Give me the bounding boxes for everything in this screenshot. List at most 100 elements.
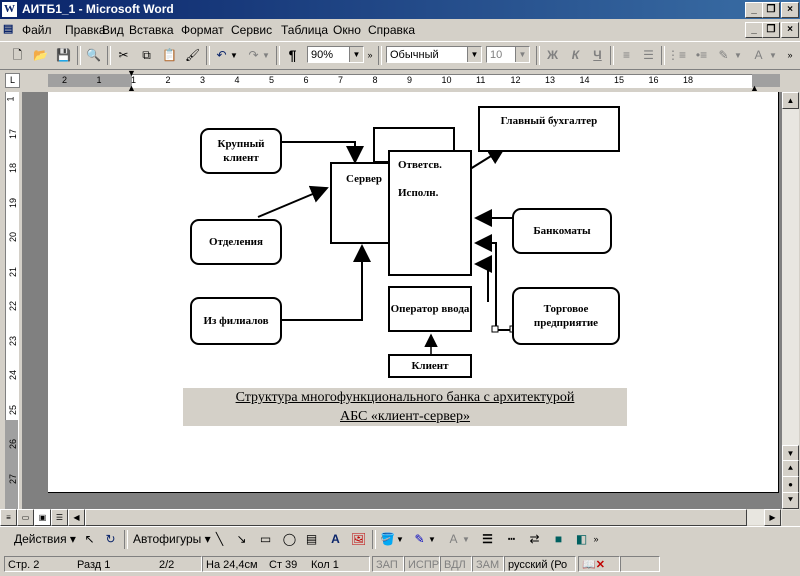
vertical-scrollbar[interactable]: ▲ ▼ ⯅ ● ⯆ bbox=[782, 92, 799, 510]
browse-object-icon[interactable]: ● bbox=[782, 476, 799, 493]
open-folder-icon[interactable]: 📂 bbox=[33, 48, 48, 62]
font-size-select[interactable]: 10 ▼ bbox=[486, 46, 530, 63]
status-rec[interactable]: ЗАП bbox=[372, 556, 404, 572]
line-icon[interactable]: ╲ bbox=[215, 532, 224, 546]
hanging-indent-marker[interactable]: ▲ bbox=[127, 83, 136, 93]
shadow-icon[interactable]: ■ bbox=[554, 532, 563, 546]
status-trk[interactable]: ИСПР bbox=[404, 556, 440, 572]
scroll-right-icon[interactable]: ▶ bbox=[764, 509, 781, 526]
zoom-select[interactable]: 90% ▼ bbox=[307, 46, 364, 63]
chevron-down-icon[interactable]: ▼ bbox=[467, 47, 481, 62]
box-operator-vvoda[interactable]: Оператор ввода bbox=[388, 286, 472, 332]
next-page-icon[interactable]: ⯆ bbox=[782, 492, 799, 509]
tab-selector-icon[interactable]: L bbox=[5, 73, 20, 88]
normal-view-icon[interactable]: ≡ bbox=[0, 509, 17, 526]
web-view-icon[interactable]: ▭ bbox=[17, 509, 34, 526]
highlight-dropdown-icon[interactable]: ▼ bbox=[734, 51, 742, 60]
oval-icon[interactable]: ◯ bbox=[282, 532, 297, 546]
box-krupny-klient[interactable]: Крупный клиент bbox=[200, 128, 282, 174]
status-ovr[interactable]: ЗАМ bbox=[472, 556, 504, 572]
box-iz-filialov[interactable]: Из филиалов bbox=[190, 297, 282, 345]
copy-icon[interactable]: ⧉ bbox=[142, 48, 151, 62]
select-objects-icon[interactable]: ↖ bbox=[84, 532, 95, 546]
underline-button[interactable]: Ч bbox=[593, 48, 602, 62]
menu-window[interactable]: Окно bbox=[333, 23, 361, 37]
menu-tools[interactable]: Сервис bbox=[231, 23, 273, 37]
box-server[interactable]: Сервер bbox=[330, 162, 398, 244]
autoshapes-menu[interactable]: Автофигуры ▾ bbox=[133, 532, 211, 546]
cut-icon[interactable]: ✂ bbox=[118, 48, 129, 62]
format-painter-icon[interactable]: 🖌 bbox=[184, 48, 201, 62]
print-preview-icon[interactable]: 🔍 bbox=[86, 48, 101, 62]
line-style-icon[interactable]: ☰ bbox=[482, 532, 493, 546]
rectangle-icon[interactable]: ▭ bbox=[259, 532, 272, 546]
arrow-icon[interactable]: ↘ bbox=[236, 532, 247, 546]
status-language[interactable]: русский (Ро bbox=[504, 556, 576, 572]
save-icon[interactable]: 💾 bbox=[56, 48, 71, 62]
align-left-icon[interactable]: ≡ bbox=[622, 48, 630, 62]
toolbar-overflow-icon[interactable]: » bbox=[367, 50, 373, 60]
right-indent-marker[interactable]: ▲ bbox=[750, 83, 759, 93]
scroll-up-icon[interactable]: ▲ bbox=[782, 92, 799, 109]
font-color-icon[interactable]: A bbox=[754, 48, 763, 62]
chevron-down-icon[interactable]: ▼ bbox=[349, 47, 363, 62]
menu-format[interactable]: Формат bbox=[181, 23, 224, 37]
3d-icon[interactable]: ◧ bbox=[575, 532, 588, 546]
wordart-icon[interactable]: A bbox=[331, 532, 340, 546]
fill-color-dropdown-icon[interactable]: ▼ bbox=[396, 535, 404, 544]
actions-menu[interactable]: Действия ▾ bbox=[14, 532, 76, 546]
menu-edit[interactable]: Правка bbox=[65, 23, 106, 37]
dash-style-icon[interactable]: ┅ bbox=[507, 532, 516, 546]
menu-file[interactable]: Файл bbox=[22, 23, 52, 37]
toolbar-overflow-icon[interactable]: » bbox=[593, 534, 599, 544]
h-scroll-thumb[interactable] bbox=[85, 509, 747, 526]
menu-help[interactable]: Справка bbox=[368, 23, 416, 37]
menu-view[interactable]: Вид bbox=[102, 23, 124, 37]
word-app-icon[interactable]: W bbox=[2, 2, 17, 17]
font-color-draw-icon[interactable]: A bbox=[449, 532, 458, 546]
doc-restore-button[interactable]: ❐ bbox=[762, 22, 780, 38]
box-responsible[interactable]: Ответсв. Исполн. bbox=[388, 150, 472, 276]
text-box-icon[interactable]: ▤ bbox=[305, 532, 318, 546]
highlight-icon[interactable]: ✎ bbox=[718, 48, 729, 62]
scroll-left-icon[interactable]: ◀ bbox=[68, 509, 85, 526]
spelling-status-icon[interactable]: 📖✕ bbox=[578, 556, 620, 572]
document-icon[interactable]: ▤ bbox=[3, 23, 14, 35]
numbered-list-icon[interactable]: ⋮≡ bbox=[667, 48, 687, 62]
horizontal-scrollbar[interactable]: ≡ ▭ ▣ ☰ ◀ ▶ bbox=[0, 509, 782, 526]
first-line-indent-marker[interactable]: ▼ bbox=[127, 68, 136, 78]
line-color-icon[interactable]: ✎ bbox=[414, 532, 425, 546]
bold-button[interactable]: Ж bbox=[547, 48, 558, 62]
font-color-draw-dropdown-icon[interactable]: ▼ bbox=[462, 535, 470, 544]
menu-insert[interactable]: Вставка bbox=[129, 23, 174, 37]
box-bankomaty[interactable]: Банкоматы bbox=[512, 208, 612, 254]
document-page[interactable]: Крупный клиент Отделения Из филиалов Сер… bbox=[48, 92, 779, 493]
fill-color-icon[interactable]: 🪣 bbox=[380, 532, 395, 546]
redo-icon[interactable]: ↷ bbox=[248, 48, 259, 62]
page-layout-view-icon[interactable]: ▣ bbox=[34, 509, 51, 526]
close-button[interactable]: × bbox=[781, 2, 799, 18]
toolbar-overflow-icon[interactable]: » bbox=[787, 50, 793, 60]
font-color-dropdown-icon[interactable]: ▼ bbox=[769, 51, 777, 60]
doc-close-button[interactable]: × bbox=[781, 22, 799, 38]
box-glavny-buhgalter[interactable]: Главный бухгалтер bbox=[478, 106, 620, 152]
minimize-button[interactable]: _ bbox=[745, 2, 763, 18]
box-otdeleniya[interactable]: Отделения bbox=[190, 219, 282, 265]
menu-table[interactable]: Таблица bbox=[281, 23, 329, 37]
show-formatting-icon[interactable]: ¶ bbox=[288, 47, 297, 63]
figure-caption[interactable]: Структура многофункционального банка с а… bbox=[183, 388, 627, 426]
chevron-down-icon[interactable]: ▼ bbox=[515, 47, 529, 62]
previous-page-icon[interactable]: ⯅ bbox=[782, 460, 799, 477]
undo-dropdown-icon[interactable]: ▼ bbox=[230, 51, 238, 60]
status-ext[interactable]: ВДЛ bbox=[440, 556, 472, 572]
line-color-dropdown-icon[interactable]: ▼ bbox=[428, 535, 436, 544]
arrow-style-icon[interactable]: ⇄ bbox=[529, 532, 540, 546]
style-select[interactable]: Обычный ▼ bbox=[386, 46, 482, 63]
undo-icon[interactable]: ↶ bbox=[216, 48, 227, 62]
justify-icon[interactable]: ☰ bbox=[643, 48, 654, 62]
italic-button[interactable]: К bbox=[571, 48, 580, 62]
maximize-button[interactable]: ❐ bbox=[762, 2, 780, 18]
document-area[interactable]: Крупный клиент Отделения Из филиалов Сер… bbox=[22, 92, 782, 510]
clipart-icon[interactable]: 🖼 bbox=[350, 532, 367, 546]
